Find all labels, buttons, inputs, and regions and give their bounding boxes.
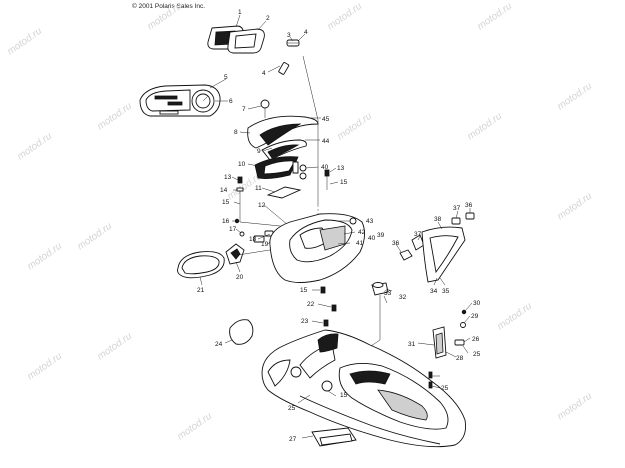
knob-part <box>260 99 270 118</box>
callout-4: 4 <box>262 70 266 77</box>
watermark-text: motod.ru <box>555 81 594 113</box>
callout-38: 38 <box>434 216 442 223</box>
callout-13: 13 <box>224 174 232 181</box>
callout-6: 6 <box>229 98 233 105</box>
callout-9: 9 <box>257 148 261 155</box>
callout-15: 15 <box>300 287 308 294</box>
callout-30: 30 <box>473 300 481 307</box>
callout-31: 31 <box>408 341 416 348</box>
watermark-text: motod.ru <box>95 101 134 133</box>
watermark-text: motod.ru <box>475 1 514 33</box>
mirror-part <box>177 243 245 279</box>
watermark-text: motod.ru <box>555 391 594 423</box>
bracket-part <box>399 212 475 283</box>
callout-10: 10 <box>238 161 246 168</box>
fastener-part <box>278 39 300 75</box>
gauge-bezel-part <box>207 25 265 54</box>
watermark-text: motod.ru <box>25 351 64 383</box>
copyright-notice: © 2001 Polaris Sales Inc. <box>132 3 206 10</box>
callout-15: 15 <box>340 392 348 399</box>
callout-3: 3 <box>287 32 291 39</box>
watermark-text: motod.ru <box>495 301 534 333</box>
callout-23: 23 <box>301 318 309 325</box>
callout-17: 17 <box>229 226 237 233</box>
watermark-text: motod.ru <box>95 331 134 363</box>
callout-33: 33 <box>384 290 392 297</box>
callout-22: 22 <box>307 301 315 308</box>
callout-25: 25 <box>473 351 481 358</box>
callout-24: 24 <box>215 341 223 348</box>
callout-43: 43 <box>366 218 374 225</box>
callout-28: 28 <box>456 355 464 362</box>
callout-42: 42 <box>358 229 366 236</box>
callout-35: 35 <box>442 288 450 295</box>
watermark-text: motod.ru <box>75 221 114 253</box>
callout-21: 21 <box>197 287 205 294</box>
watermark-text: motod.ru <box>465 111 504 143</box>
watermark-text: motod.ru <box>5 26 44 58</box>
callout-1: 1 <box>238 9 242 16</box>
callout-32: 32 <box>399 294 407 301</box>
callout-40: 40 <box>321 164 329 171</box>
callout-4: 4 <box>304 29 308 36</box>
callout-5: 5 <box>224 74 228 81</box>
callout-12: 12 <box>258 202 266 209</box>
panel-part <box>254 156 307 199</box>
lens-part <box>229 319 254 345</box>
callout-14: 14 <box>220 187 228 194</box>
callout-25: 25 <box>288 405 296 412</box>
callout-2: 2 <box>266 15 270 22</box>
callout-39: 39 <box>377 232 385 239</box>
hull-deck-part <box>261 329 466 448</box>
watermark-text: motod.ru <box>15 131 54 163</box>
bolt-part <box>324 169 330 190</box>
callout-15: 15 <box>222 199 230 206</box>
callout-27: 27 <box>289 436 297 443</box>
callout-44: 44 <box>322 138 330 145</box>
callout-8: 8 <box>234 129 238 136</box>
callout-37: 37 <box>453 205 461 212</box>
callout-40: 40 <box>368 235 376 242</box>
plug-part <box>371 282 389 320</box>
callout-36: 36 <box>465 202 473 209</box>
watermark-text: motod.ru <box>555 191 594 223</box>
callout-37: 37 <box>414 231 422 238</box>
watermark-text: motod.ru <box>325 1 364 33</box>
callout-20: 20 <box>236 274 244 281</box>
callout-13: 13 <box>337 165 345 172</box>
callout-25: 25 <box>441 385 449 392</box>
callout-18: 18 <box>249 236 257 243</box>
callout-41: 41 <box>356 240 364 247</box>
console-part <box>269 213 365 283</box>
callout-11: 11 <box>255 185 262 192</box>
callout-labels: 1 2 3 4 4 5 6 7 8 9 10 11 12 13 13 14 15… <box>197 9 481 443</box>
dash-hood-part <box>247 115 319 161</box>
callout-26: 26 <box>472 336 480 343</box>
instrument-cluster-part <box>139 84 221 117</box>
callout-29: 29 <box>471 313 479 320</box>
callout-15: 15 <box>340 179 348 186</box>
mounting-bracket-part <box>311 427 357 447</box>
callout-19: 19 <box>261 241 269 248</box>
callout-16: 16 <box>222 218 230 225</box>
watermark-text: motod.ru <box>145 1 184 33</box>
callout-34: 34 <box>430 288 438 295</box>
center-bolts <box>320 286 337 327</box>
watermark-text: motod.ru <box>175 411 214 443</box>
latch-part <box>428 309 467 389</box>
callout-7: 7 <box>242 106 246 113</box>
watermark-text: motod.ru <box>25 241 64 273</box>
callout-45: 45 <box>322 116 330 123</box>
callout-36: 36 <box>392 240 400 247</box>
watermark-text: motod.ru <box>335 111 374 143</box>
